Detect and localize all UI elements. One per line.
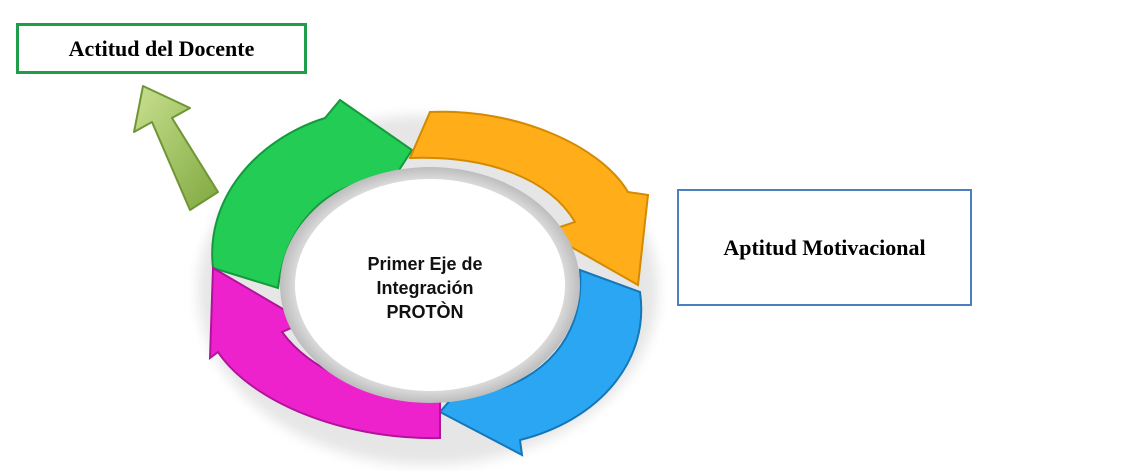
cycle-center-inner bbox=[295, 179, 565, 391]
center-label-line-1: Primer Eje de bbox=[367, 254, 483, 274]
center-label-line-3: PROTÒN bbox=[386, 302, 464, 322]
up-left-arrow-icon bbox=[133, 85, 219, 211]
actitud-del-docente-box: Actitud del Docente bbox=[16, 23, 307, 74]
aptitud-motivacional-box: Aptitud Motivacional bbox=[677, 189, 972, 306]
aptitud-motivacional-label: Aptitud Motivacional bbox=[723, 234, 926, 260]
cycle-arrow-blue bbox=[438, 268, 643, 457]
cycle-arrow-orange bbox=[408, 110, 650, 287]
center-label: Primer Eje de Integración PROTÒN bbox=[330, 252, 520, 324]
center-label-line-2: Integración bbox=[376, 278, 474, 298]
actitud-del-docente-label: Actitud del Docente bbox=[68, 35, 255, 61]
